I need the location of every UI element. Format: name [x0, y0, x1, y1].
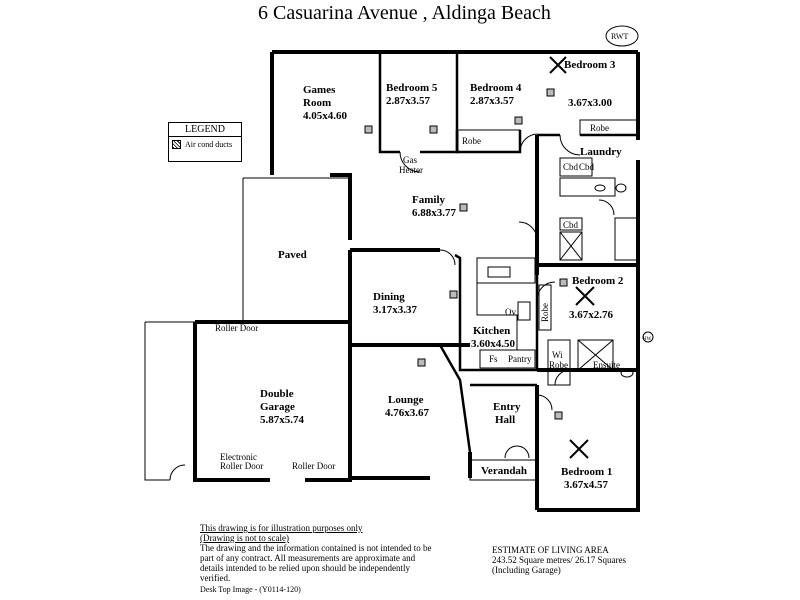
svg-text:Fs: Fs — [489, 354, 498, 364]
room-lounge: Lounge — [388, 394, 424, 406]
room-kitchen: Kitchen — [473, 325, 510, 337]
svg-text:Pantry: Pantry — [508, 354, 532, 364]
svg-text:Heater: Heater — [399, 165, 423, 175]
svg-text:3.67x4.57: 3.67x4.57 — [564, 479, 609, 491]
svg-text:HW: HW — [643, 337, 652, 342]
disclaimer: This drawing is for illustration purpose… — [200, 523, 432, 583]
svg-text:Robe: Robe — [590, 123, 609, 133]
svg-text:Cbd: Cbd — [563, 162, 579, 172]
legend-heading: LEGEND — [169, 123, 241, 137]
footer-reference: Desk Top Image - (Y0114-120) — [200, 585, 301, 594]
svg-text:Garage: Garage — [260, 401, 295, 413]
room-bedroom-2: Bedroom 2 — [572, 275, 624, 287]
svg-text:Robe: Robe — [549, 360, 568, 370]
svg-text:Electronic: Electronic — [220, 452, 257, 462]
svg-text:3.17x3.37: 3.17x3.37 — [373, 304, 418, 316]
air-duct-icon — [172, 140, 181, 149]
svg-text:2.87x3.57: 2.87x3.57 — [386, 95, 431, 107]
room-family: Family — [412, 194, 445, 206]
logo: RWT — [611, 32, 628, 41]
logo-badge — [605, 25, 639, 47]
room-bedroom-5: Bedroom 5 — [386, 82, 438, 94]
room-entry-hall: Entry — [493, 401, 521, 413]
svg-text:Wi: Wi — [552, 350, 563, 360]
svg-text:2.87x3.57: 2.87x3.57 — [470, 95, 515, 107]
room-bedroom-1: Bedroom 1 — [561, 466, 612, 478]
area-verandah: Verandah — [481, 465, 527, 477]
legend-item: Air cond ducts — [185, 140, 233, 149]
svg-text:Ensuite: Ensuite — [593, 360, 620, 370]
room-dining: Dining — [373, 291, 405, 303]
room-games: Games — [303, 84, 336, 96]
svg-text:Hall: Hall — [495, 414, 515, 426]
svg-text:Roller Door: Roller Door — [220, 461, 263, 471]
svg-text:3.60x4.50: 3.60x4.50 — [471, 338, 516, 350]
svg-text:Ov: Ov — [505, 307, 516, 317]
plan-title: 6 Casuarina Avenue , Aldinga Beach — [258, 2, 551, 24]
area-paved: Paved — [278, 249, 307, 261]
room-bedroom-3: Bedroom 3 — [564, 59, 616, 71]
ceiling-fan-icons — [549, 56, 595, 459]
svg-text:Roller Door: Roller Door — [215, 323, 258, 333]
svg-text:Gas: Gas — [403, 155, 417, 165]
svg-text:Robe: Robe — [540, 303, 550, 322]
room-laundry: Laundry — [580, 146, 622, 158]
svg-text:3.67x2.76: 3.67x2.76 — [569, 309, 614, 321]
svg-text:Room: Room — [303, 97, 331, 109]
svg-text:Cbd: Cbd — [579, 162, 595, 172]
room-bedroom-4: Bedroom 4 — [470, 82, 522, 94]
svg-text:Cbd: Cbd — [563, 220, 579, 230]
svg-text:4.76x3.67: 4.76x3.67 — [385, 407, 430, 419]
svg-text:4.05x4.60: 4.05x4.60 — [303, 110, 348, 122]
svg-text:6.88x3.77: 6.88x3.77 — [412, 207, 457, 219]
svg-text:5.87x5.74: 5.87x5.74 — [260, 414, 305, 426]
svg-text:3.67x3.00: 3.67x3.00 — [568, 97, 613, 109]
svg-text:Robe: Robe — [462, 136, 481, 146]
room-double-garage: Double — [260, 388, 294, 400]
living-area-estimate: ESTIMATE OF LIVING AREA 243.52 Square me… — [492, 545, 626, 575]
air-duct-icons — [364, 88, 568, 420]
svg-text:Roller Door: Roller Door — [292, 461, 335, 471]
legend: LEGEND Air cond ducts — [168, 122, 242, 162]
